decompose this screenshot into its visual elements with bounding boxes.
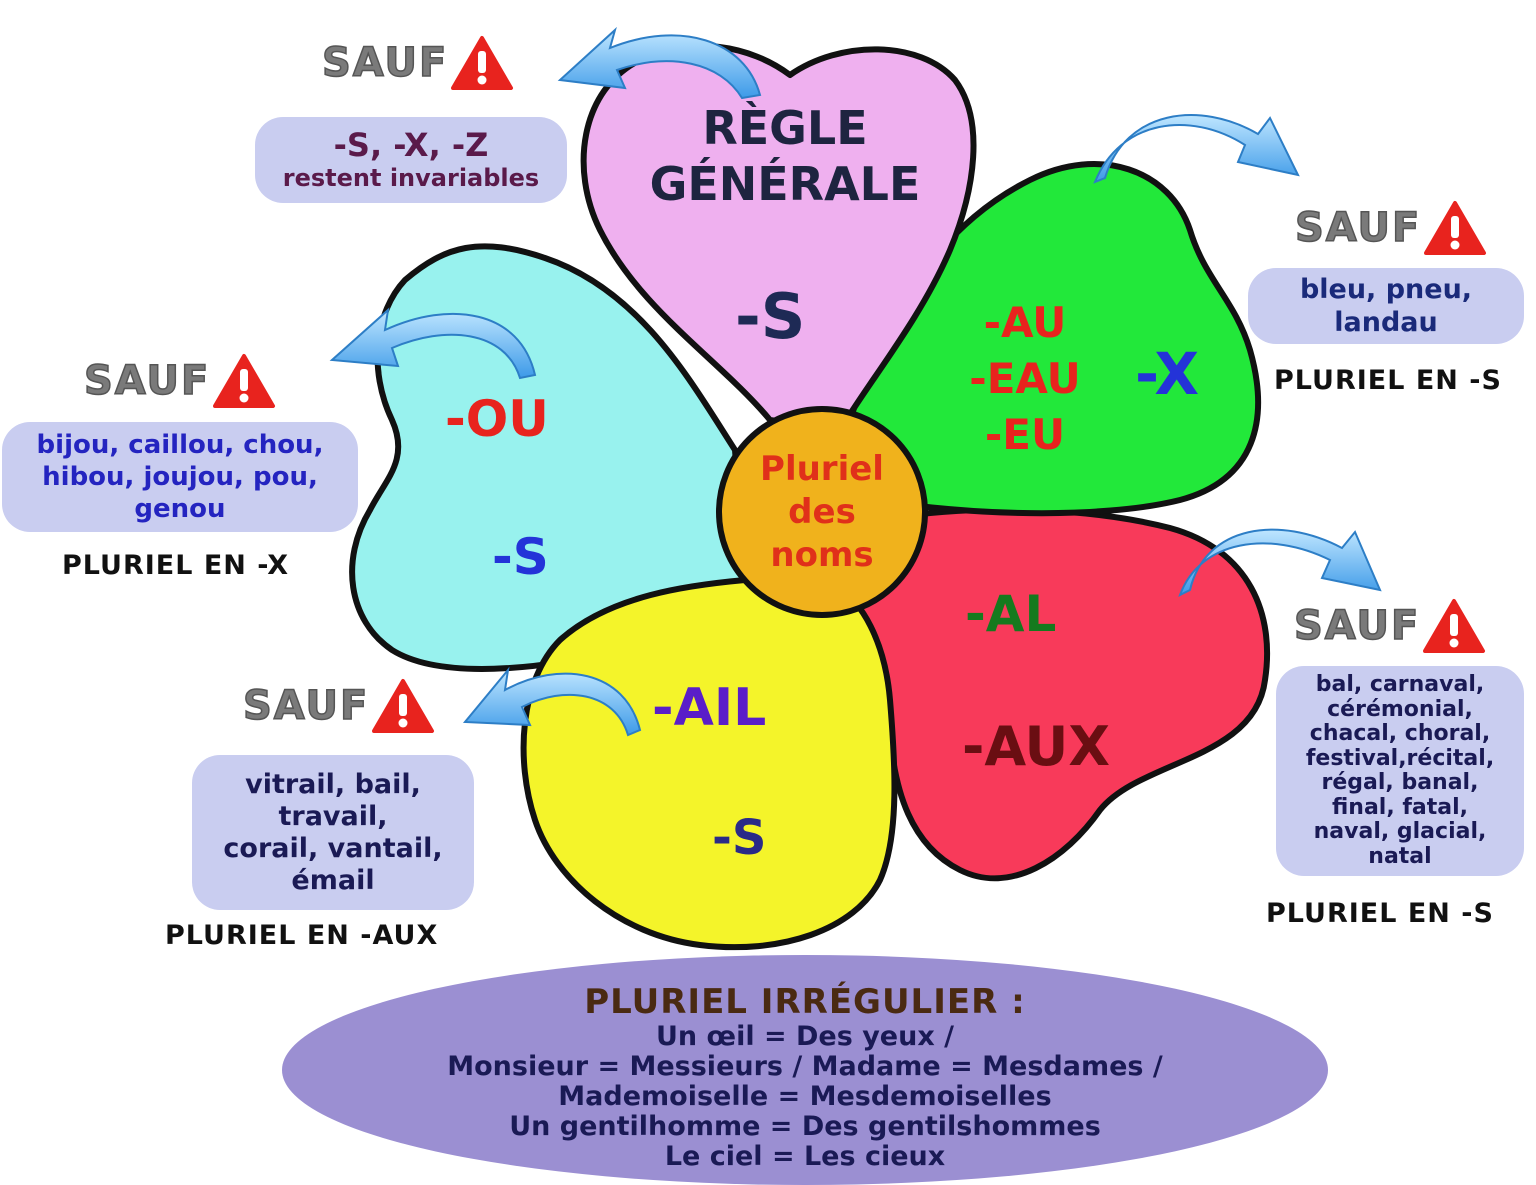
ending: -EAU (969, 354, 1081, 403)
irregular-line: Monsieur = Messieurs / Madame = Mesdames… (447, 1051, 1163, 1082)
sauf-text: SAUF (83, 357, 211, 405)
al-ending: -AL (965, 585, 1057, 643)
sauf-text: SAUF (1294, 204, 1422, 252)
sauf-text: SAUF (321, 39, 449, 87)
exception-line: natal (1368, 843, 1432, 869)
warning-icon (372, 679, 435, 733)
general-rule-title: RÈGLE GÉNÉRALE (610, 100, 960, 212)
exception-line: genou (134, 494, 226, 524)
exception-line: travail, (278, 800, 388, 832)
center-line: noms (770, 535, 874, 575)
exception-line: émail (291, 864, 375, 896)
exception-line: final, fatal, (1331, 794, 1469, 820)
ending: -AU (983, 298, 1067, 347)
center-label: Pluriel des noms (722, 448, 922, 577)
plural-note-ou: PLURIEL EN -X (62, 550, 290, 581)
warning-icon (1423, 599, 1486, 653)
general-suffix: -S (735, 280, 806, 353)
irregular-plural-ellipse (282, 955, 1328, 1185)
exception-line: landau (1334, 307, 1438, 338)
ail-ending: -AIL (652, 678, 767, 738)
sauf-text: SAUF (242, 682, 370, 730)
plural-note-al: PLURIEL EN -S (1266, 898, 1494, 929)
ou-ending: -OU (445, 390, 549, 448)
warning-icon (1424, 201, 1487, 255)
irregular-plural-text: PLURIEL IRRÉGULIER : Un œil = Des yeux /… (282, 982, 1328, 1172)
au-endings: -AU -EAU -EU (940, 295, 1110, 463)
ou-suffix: -S (492, 528, 549, 586)
exception-line: vitrail, bail, (245, 768, 421, 800)
exception-box-ail: vitrail, bail, travail, corail, vantail,… (192, 755, 474, 910)
curved-arrow-icon (1093, 114, 1300, 184)
ail-suffix: -S (712, 810, 767, 866)
warning-icon (213, 354, 276, 408)
sauf-label-au: SAUF (1294, 200, 1487, 256)
sauf-label-general: SAUF (321, 35, 514, 91)
center-circle (716, 406, 928, 618)
petal-ail (520, 577, 898, 951)
exception-line: -S, -X, -Z (333, 126, 489, 164)
al-suffix: -AUX (962, 715, 1111, 778)
sauf-label-al: SAUF (1293, 598, 1486, 654)
exception-line: chacal, choral, (1309, 721, 1491, 746)
plural-note-au: PLURIEL EN -S (1274, 365, 1502, 396)
curved-arrow-icon (329, 307, 537, 380)
exception-box-ou: bijou, caillou, chou, hibou, joujou, pou… (2, 422, 358, 532)
exception-box-general: -S, -X, -Z restent invariables (255, 117, 567, 203)
plural-note-ail: PLURIEL EN -AUX (165, 920, 439, 951)
irregular-title: PLURIEL IRRÉGULIER : (584, 982, 1026, 1022)
exception-line: restent invariables (282, 164, 540, 192)
warning-icon (451, 36, 514, 90)
ending: -EU (984, 410, 1066, 459)
exception-line: hibou, joujou, pou, (42, 462, 318, 492)
title-line: GÉNÉRALE (649, 157, 921, 211)
curved-arrow-icon (1178, 528, 1382, 598)
sauf-label-ail: SAUF (242, 678, 435, 734)
au-suffix: -X (1135, 340, 1200, 408)
exception-line: cérémonial, (1327, 696, 1473, 722)
exception-line: bijou, caillou, chou, (36, 430, 324, 460)
curved-arrow-icon (557, 26, 762, 100)
irregular-line: Le ciel = Les cieux (664, 1141, 946, 1172)
exception-line: naval, glacial, (1313, 819, 1487, 844)
exception-line: bleu, pneu, (1299, 274, 1473, 305)
exception-box-al: bal, carnaval, cérémonial, chacal, chora… (1276, 666, 1524, 876)
petal-general (580, 42, 977, 433)
sauf-text: SAUF (1293, 602, 1421, 650)
irregular-line: Mademoiselle = Mesdemoiselles (558, 1081, 1052, 1112)
irregular-line: Un œil = Des yeux / (655, 1021, 955, 1052)
exception-line: corail, vantail, (223, 832, 443, 864)
sauf-label-ou: SAUF (83, 353, 276, 409)
center-line: Pluriel (760, 449, 884, 489)
curved-arrow-icon (462, 666, 642, 737)
irregular-line: Un gentilhomme = Des gentilshommes (509, 1111, 1101, 1142)
title-line: RÈGLE (702, 101, 868, 155)
exception-line: régal, banal, (1321, 770, 1479, 795)
exception-box-au: bleu, pneu, landau (1248, 268, 1524, 344)
exception-line: bal, carnaval, (1315, 672, 1485, 697)
exception-line: festival,récital, (1305, 745, 1495, 771)
center-line: des (788, 492, 856, 532)
